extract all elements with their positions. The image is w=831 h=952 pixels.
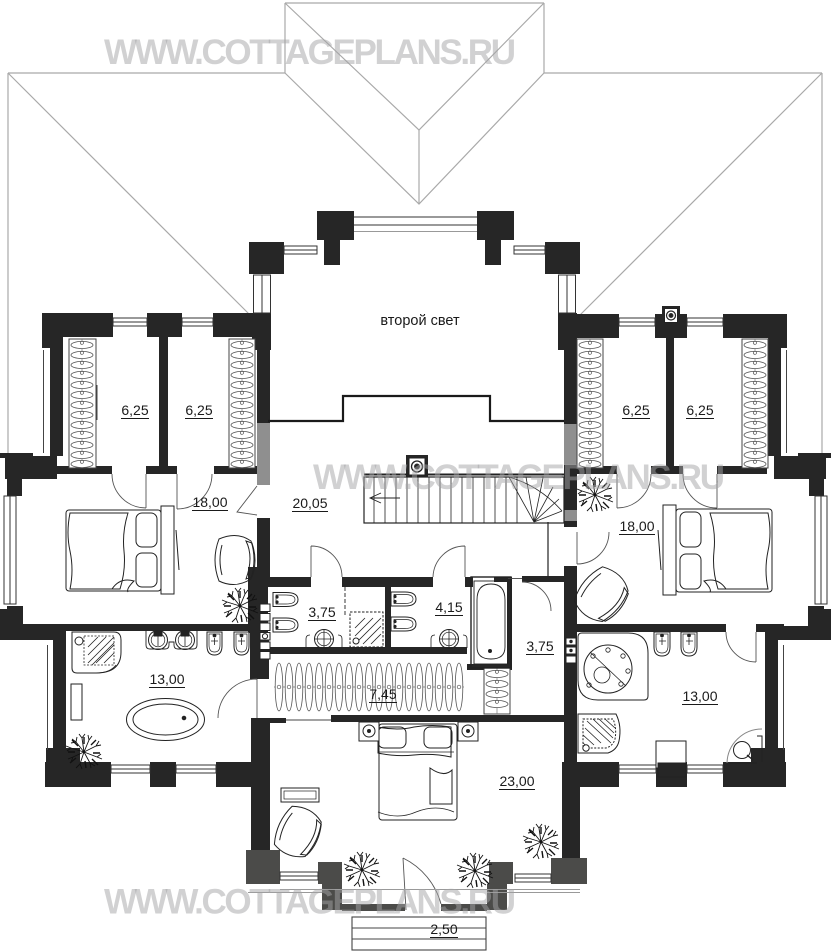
svg-text:7,45: 7,45 [369, 686, 396, 702]
svg-text:WWW.COTTAGEPLANS.RU: WWW.COTTAGEPLANS.RU [313, 458, 725, 497]
svg-text:13,00: 13,00 [149, 671, 184, 687]
svg-text:4,15: 4,15 [435, 599, 462, 615]
svg-text:3,75: 3,75 [308, 604, 335, 620]
svg-text:2,50: 2,50 [430, 921, 457, 937]
svg-text:18,00: 18,00 [192, 494, 227, 510]
svg-text:18,00: 18,00 [619, 518, 654, 534]
svg-text:второй свет: второй свет [380, 313, 460, 329]
svg-text:6,25: 6,25 [121, 402, 148, 418]
svg-text:23,00: 23,00 [499, 773, 534, 789]
svg-text:WWW.COTTAGEPLANS.RU: WWW.COTTAGEPLANS.RU [104, 883, 516, 922]
svg-text:20,05: 20,05 [292, 495, 327, 511]
svg-text:6,25: 6,25 [622, 402, 649, 418]
svg-text:6,25: 6,25 [686, 402, 713, 418]
svg-text:3,75: 3,75 [526, 638, 553, 654]
svg-text:13,00: 13,00 [682, 688, 717, 704]
svg-text:6,25: 6,25 [185, 402, 212, 418]
svg-text:WWW.COTTAGEPLANS.RU: WWW.COTTAGEPLANS.RU [104, 33, 516, 72]
